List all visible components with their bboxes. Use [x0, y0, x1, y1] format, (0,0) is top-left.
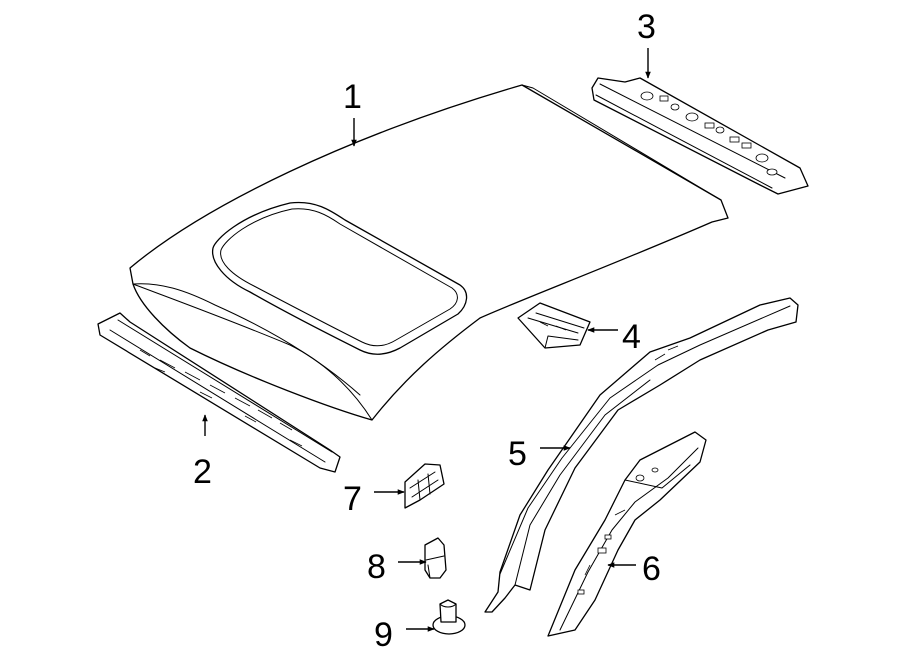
- part-1-roof-panel: [129, 84, 729, 421]
- part-6-inner-pillar: [547, 431, 707, 637]
- callout-2: 2: [193, 453, 212, 491]
- callout-6: 6: [642, 550, 661, 588]
- part-4-bracket: [517, 302, 591, 349]
- callout-7: 7: [343, 480, 362, 518]
- callout-8: 8: [367, 548, 386, 586]
- part-3-rear-rail: [591, 77, 809, 195]
- part-9-push-pin: [432, 599, 466, 635]
- part-7-bracket: [404, 463, 445, 509]
- callout-9: 9: [374, 616, 393, 654]
- callout-5: 5: [508, 435, 527, 473]
- callout-1: 1: [343, 78, 362, 116]
- part-5-side-rail: [484, 297, 799, 613]
- callout-3: 3: [637, 8, 656, 46]
- callout-4: 4: [622, 318, 641, 356]
- part-8-clip: [424, 537, 447, 579]
- part-2-front-rail: [97, 312, 341, 473]
